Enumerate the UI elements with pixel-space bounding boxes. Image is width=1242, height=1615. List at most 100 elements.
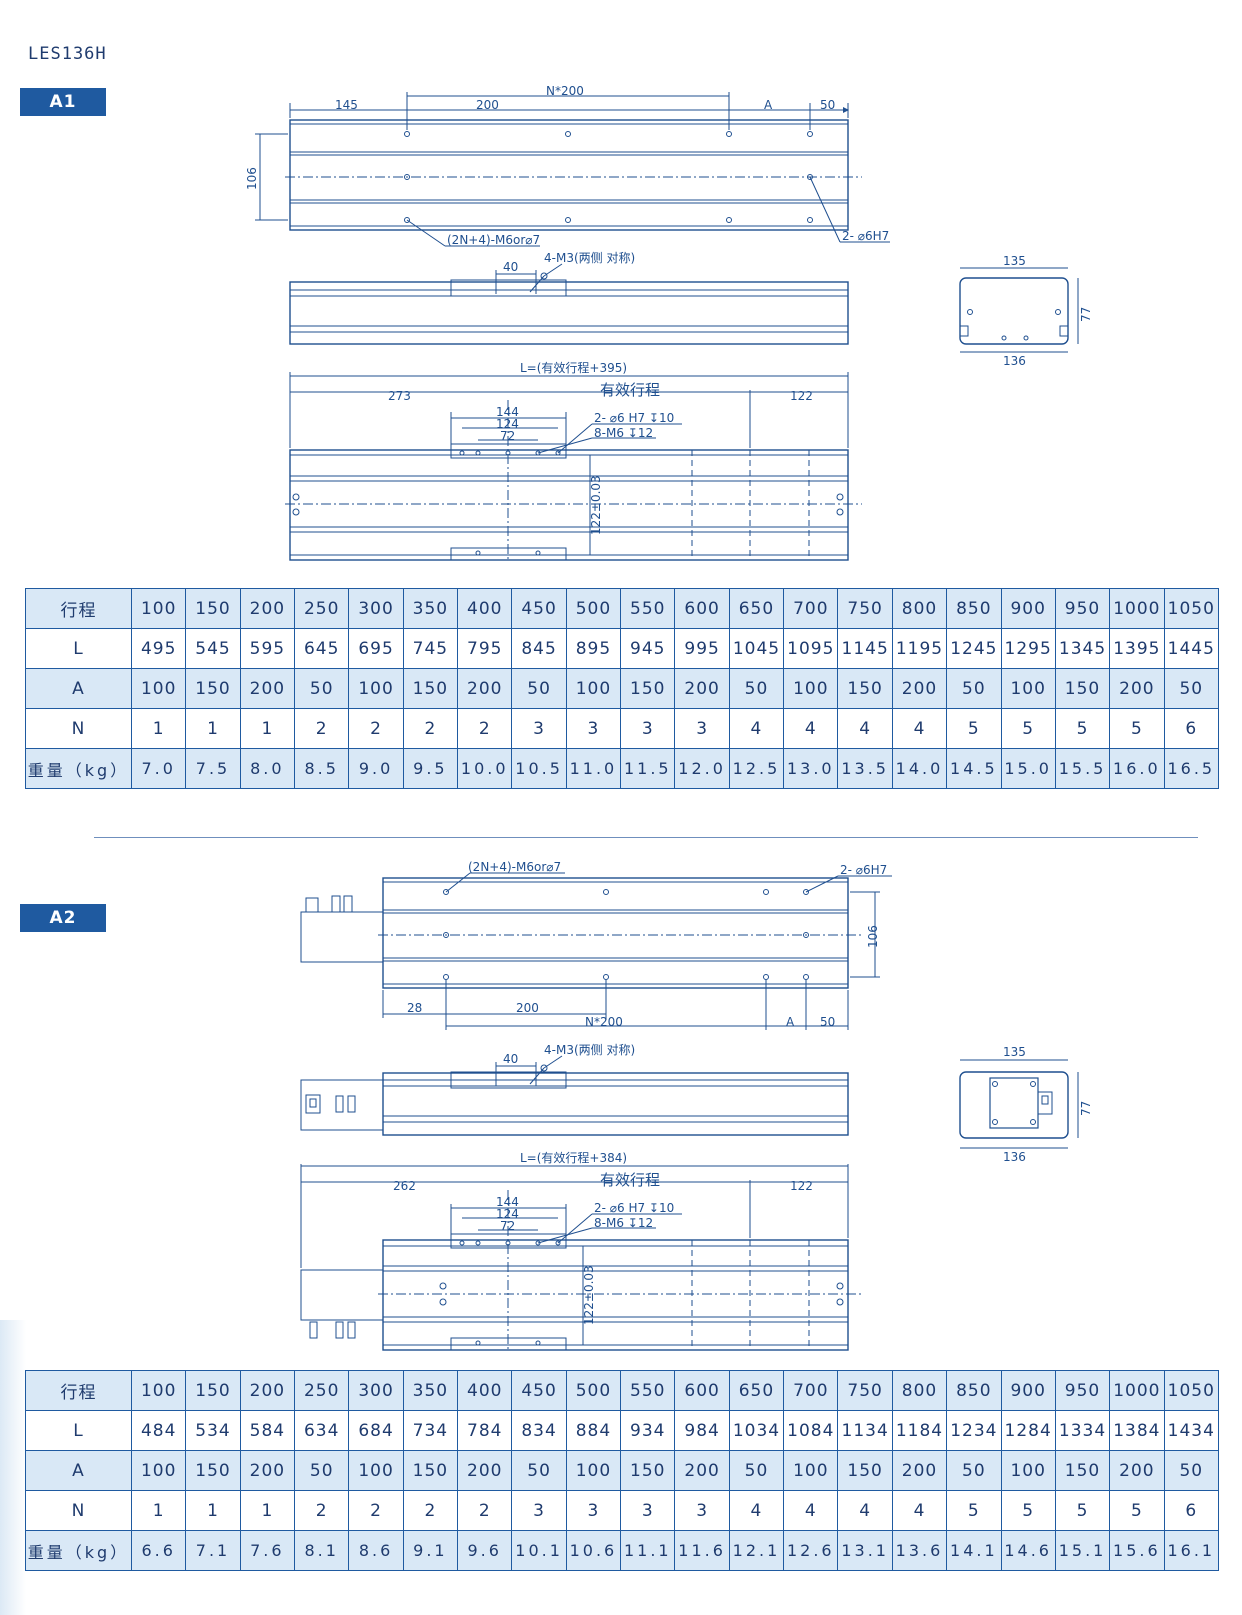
table-cell: 950	[1054, 588, 1111, 629]
a2-pin-note: 2- ⌀6H7	[840, 863, 887, 877]
table-cell: 14.6	[1000, 1530, 1056, 1571]
table-cell: 150	[185, 588, 241, 629]
table-cell: 15.0	[1000, 748, 1056, 789]
table-cell: 10.6	[565, 1530, 622, 1571]
table-cell: 11.1	[620, 1530, 676, 1571]
table-cell: 400	[457, 1370, 513, 1411]
table-cell: 100	[130, 1370, 187, 1411]
a1-dim-122: 122	[790, 389, 813, 403]
a2-stroke-label: 有效行程	[600, 1171, 660, 1189]
table-cell: 6	[1163, 1490, 1220, 1531]
table-cell: 15.5	[1054, 748, 1111, 789]
table-cell: 950	[1054, 1370, 1111, 1411]
row-header: A	[25, 1450, 132, 1491]
table-cell: 8.1	[294, 1530, 350, 1571]
table-cell: 550	[620, 588, 676, 629]
a1-pin-note: 2- ⌀6H7	[842, 229, 889, 243]
table-cell: 3	[565, 1490, 622, 1531]
table-cell: 4	[728, 708, 785, 749]
table-cell: 200	[457, 1450, 513, 1491]
a2-dim-50: 50	[820, 1015, 835, 1029]
a2-dim-a: A	[786, 1015, 795, 1029]
table-cell: 1050	[1163, 588, 1220, 629]
a1-bottom-view	[285, 372, 862, 561]
a2-side-view	[300, 1055, 849, 1136]
table-cell: 4	[837, 1490, 893, 1531]
a2-m6-note: 8-M6 ↧12	[594, 1216, 653, 1230]
table-cell: 850	[946, 1370, 1002, 1411]
table-cell: 800	[891, 1370, 948, 1411]
a2-tol-note: 122±0.03	[582, 1265, 596, 1325]
table-cell: 900	[1000, 1370, 1056, 1411]
table-cell: 300	[348, 1370, 404, 1411]
table-cell: 50	[511, 1450, 567, 1491]
table-cell: 750	[837, 588, 893, 629]
section-badge-a1: A1	[20, 88, 106, 116]
table-cell: 9.0	[348, 748, 404, 789]
table-cell: 4	[837, 708, 893, 749]
table-cell: 16.1	[1163, 1530, 1220, 1571]
table-cell: 16.0	[1109, 748, 1165, 789]
table-cell: 684	[348, 1410, 404, 1451]
row-header: L	[25, 1410, 132, 1451]
table-cell: 484	[130, 1410, 187, 1451]
a1-dim-144: 144	[496, 405, 519, 419]
a2-dim-77: 77	[1079, 1101, 1093, 1116]
table-cell: 3	[620, 708, 676, 749]
table-cell: 350	[402, 1370, 459, 1411]
table-cell: 13.1	[837, 1530, 893, 1571]
table-cell: 5	[1054, 1490, 1111, 1531]
a1-dim-135: 135	[1003, 254, 1026, 268]
table-cell: 845	[511, 628, 567, 669]
table-cell: 3	[674, 708, 730, 749]
a2-dim-200: 200	[516, 1001, 539, 1015]
table-cell: 14.1	[946, 1530, 1002, 1571]
table-cell: 7.0	[130, 748, 187, 789]
table-cell: 350	[402, 588, 459, 629]
table-cell: 100	[348, 1450, 404, 1491]
table-cell: 7.5	[185, 748, 241, 789]
table-cell: 700	[783, 1370, 839, 1411]
table-cell: 300	[348, 588, 404, 629]
table-cell: 1050	[1163, 1370, 1220, 1411]
table-cell: 1	[185, 1490, 241, 1531]
table-cell: 4	[728, 1490, 785, 1531]
table-cell: 534	[185, 1410, 241, 1451]
table-cell: 13.5	[837, 748, 893, 789]
table-cell: 12.5	[728, 748, 785, 789]
a2-dim-28: 28	[407, 1001, 422, 1015]
a2-dim-124: 124	[496, 1207, 519, 1221]
table-cell: 934	[620, 1410, 676, 1451]
table-cell: 100	[783, 668, 839, 709]
table-cell: 150	[185, 1370, 241, 1411]
table-cell: 1245	[946, 628, 1002, 669]
table-cell: 12.0	[674, 748, 730, 789]
table-cell: 100	[565, 668, 622, 709]
table-cell: 200	[674, 1450, 730, 1491]
a2-dim-135: 135	[1003, 1045, 1026, 1059]
table-cell: 200	[674, 668, 730, 709]
table-cell: 100	[348, 668, 404, 709]
table-cell: 11.5	[620, 748, 676, 789]
table-cell: 545	[185, 628, 241, 669]
table-cell: 3	[511, 1490, 567, 1531]
a1-end-view	[959, 267, 1079, 353]
table-cell: 895	[565, 628, 622, 669]
a1-m6-note: 8-M6 ↧12	[594, 426, 653, 440]
table-cell: 2	[402, 1490, 459, 1531]
table-cell: 200	[891, 1450, 948, 1491]
table-cell: 945	[620, 628, 676, 669]
a1-dim-106: 106	[245, 167, 259, 190]
table-cell: 5	[946, 1490, 1002, 1531]
table-cell: 150	[1054, 668, 1111, 709]
table-cell: 100	[565, 1450, 622, 1491]
a2-m3-note: 4-M3(两侧 对称)	[544, 1043, 635, 1057]
a1-dim-a: A	[764, 98, 773, 112]
table-cell: 12.6	[783, 1530, 839, 1571]
table-cell: 3	[511, 708, 567, 749]
table-cell: 1345	[1054, 628, 1111, 669]
table-cell: 50	[294, 1450, 350, 1491]
